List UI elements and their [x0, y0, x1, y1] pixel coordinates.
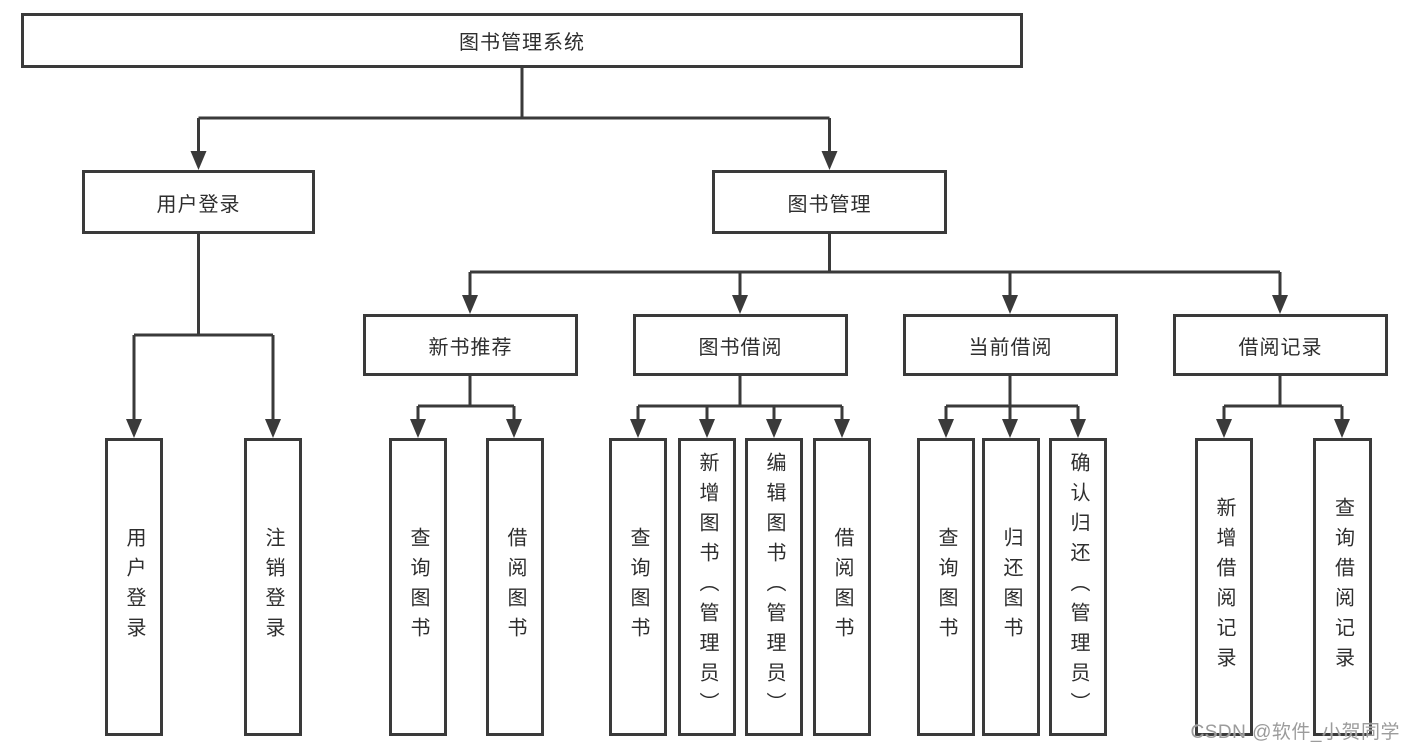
node-user-login: 用户登录 — [82, 170, 315, 234]
watermark: CSDN @软件_小贺同学 — [1190, 722, 1400, 743]
node-nb-query-books: 查询图书 — [389, 438, 447, 736]
node-cb-confirm-return-admin: 确认归还（管理员） — [1049, 438, 1107, 736]
node-bb-edit-books-admin: 编辑图书（管理员） — [745, 438, 803, 736]
node-cb-return-books: 归还图书 — [982, 438, 1040, 736]
node-br-add-record: 新增借阅记录 — [1195, 438, 1253, 736]
node-bb-add-books-admin: 新增图书（管理员） — [678, 438, 736, 736]
node-nb-borrow-books: 借阅图书 — [486, 438, 544, 736]
node-user-login-leaf: 用户登录 — [105, 438, 163, 736]
node-bb-query-books: 查询图书 — [609, 438, 667, 736]
node-current-borrowing: 当前借阅 — [903, 314, 1118, 376]
node-logout: 注销登录 — [244, 438, 302, 736]
node-br-query-record: 查询借阅记录 — [1313, 438, 1372, 736]
node-book-management: 图书管理 — [712, 170, 947, 234]
node-borrowing-records: 借阅记录 — [1173, 314, 1388, 376]
node-cb-query-books: 查询图书 — [917, 438, 975, 736]
node-new-book-recommendation: 新书推荐 — [363, 314, 578, 376]
node-bb-borrow-books: 借阅图书 — [813, 438, 871, 736]
node-library-management-system: 图书管理系统 — [21, 13, 1023, 68]
node-book-borrowing: 图书借阅 — [633, 314, 848, 376]
